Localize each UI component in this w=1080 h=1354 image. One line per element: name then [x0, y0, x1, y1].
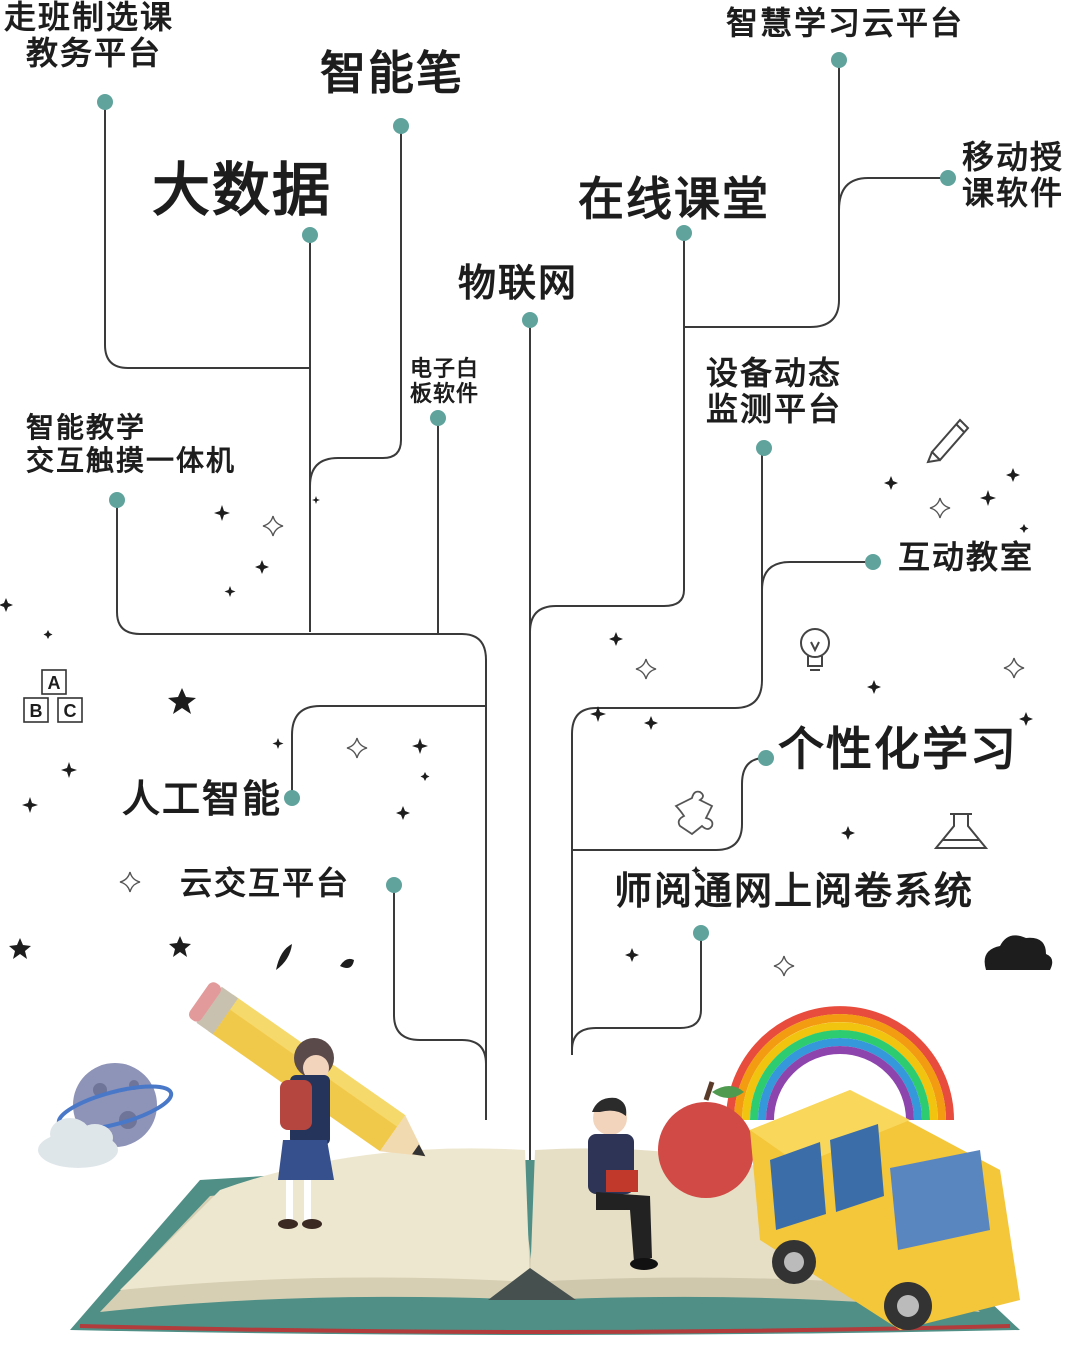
- node-shebei: [756, 440, 772, 456]
- sparkle-icon: [262, 515, 284, 537]
- sparkle-icon: [0, 598, 13, 612]
- sparkle-icon: [590, 706, 606, 722]
- flask-icon: [933, 813, 989, 849]
- star-icon: [168, 688, 196, 714]
- node-zoubanzhi: [97, 94, 113, 110]
- tree-branches: [104, 60, 948, 1168]
- sparkle-icon: [773, 955, 795, 977]
- sparkle-icon: [255, 560, 269, 574]
- label-zhineng: 智能教学 交互触摸一体机: [26, 411, 237, 478]
- sparkle-icon: [214, 505, 230, 521]
- node-yunjiaohu: [386, 877, 402, 893]
- sparkle-icon: [980, 490, 996, 506]
- sparkle-icon: [1019, 524, 1029, 533]
- sparkle-icon: [929, 497, 951, 519]
- sparkle-icon: [312, 496, 320, 504]
- sparkle-icon: [625, 948, 639, 962]
- node-yidong: [940, 170, 956, 186]
- cloud-icon: [984, 935, 1053, 970]
- sparkle-icon: [1019, 712, 1033, 726]
- node-dashuju: [302, 227, 318, 243]
- node-wulianwang: [522, 312, 538, 328]
- sparkle-icon: [420, 772, 430, 781]
- label-zoubanzhi: 走班制选课 教务平台: [4, 0, 175, 72]
- sparkle-icon: [644, 716, 658, 730]
- sparkle-icon: [22, 797, 38, 813]
- feather-icon: [276, 944, 292, 970]
- node-zhineng: [109, 492, 125, 508]
- block-a: A: [48, 673, 61, 693]
- sparkle-icon: [119, 871, 141, 893]
- sparkle-icon: [61, 762, 77, 778]
- sparkle-icon: [396, 806, 410, 820]
- rainbow: [726, 1006, 954, 1121]
- sparkle-icon: [884, 476, 898, 490]
- label-hudong: 互动教室: [898, 538, 1035, 576]
- cloud-small: [38, 1118, 118, 1168]
- node-gexinghua: [758, 750, 774, 766]
- label-rengong: 人工智能: [122, 777, 283, 821]
- student-boy: [588, 1097, 658, 1270]
- label-gexinghua: 个性化学习: [778, 722, 1018, 776]
- school-bus: [750, 1090, 1020, 1330]
- label-dianzi: 电子白 板软件: [410, 357, 480, 407]
- node-zhinengbi: [393, 118, 409, 134]
- star-decorations: [0, 468, 1033, 962]
- node-shiyuetong: [693, 925, 709, 941]
- node-rengong: [284, 790, 300, 806]
- leaf-icon: [340, 958, 354, 968]
- node-zhihui: [831, 52, 847, 68]
- sparkle-icon: [1006, 468, 1020, 482]
- sparkle-icon: [691, 866, 701, 875]
- node-zaixian: [676, 225, 692, 241]
- pencil-icon: [926, 418, 970, 464]
- sparkle-icon: [609, 632, 623, 646]
- apple-icon: [658, 1081, 754, 1198]
- sparkle-icon: [841, 826, 855, 840]
- node-hudong: [865, 554, 881, 570]
- abc-blocks: [23, 669, 83, 723]
- sparkle-icon: [1003, 657, 1025, 679]
- star-icon: [9, 938, 31, 959]
- star-icon: [169, 936, 191, 957]
- block-b: B: [30, 701, 43, 721]
- sparkle-icon: [346, 737, 368, 759]
- puzzle-icon: [674, 790, 714, 836]
- sparkle-icon: [867, 680, 881, 694]
- label-wulianwang: 物联网: [458, 261, 579, 305]
- tree-nodes: [97, 52, 956, 941]
- block-c: C: [64, 701, 77, 721]
- student-girl: [278, 1038, 334, 1229]
- label-zhinengbi: 智能笔: [320, 46, 464, 100]
- sparkle-icon: [412, 738, 428, 754]
- label-yunjiaohu: 云交互平台: [180, 864, 351, 902]
- label-zaixian: 在线课堂: [578, 172, 770, 226]
- sparkle-icon: [224, 586, 236, 597]
- outline-sparkles: [119, 497, 1025, 977]
- label-shebei: 设备动态 监测平台: [706, 354, 843, 428]
- label-yidong: 移动授 课软件: [962, 138, 1065, 212]
- node-dianzi: [430, 410, 446, 426]
- sparkle-icon: [43, 630, 53, 639]
- label-shiyuetong: 师阅通网上阅卷系统: [614, 869, 975, 913]
- sparkle-icon: [635, 658, 657, 680]
- lightbulb-icon: [800, 628, 830, 671]
- label-dashuju: 大数据: [152, 156, 333, 224]
- label-zhihui: 智慧学习云平台: [726, 4, 965, 42]
- sparkle-icon: [272, 738, 284, 749]
